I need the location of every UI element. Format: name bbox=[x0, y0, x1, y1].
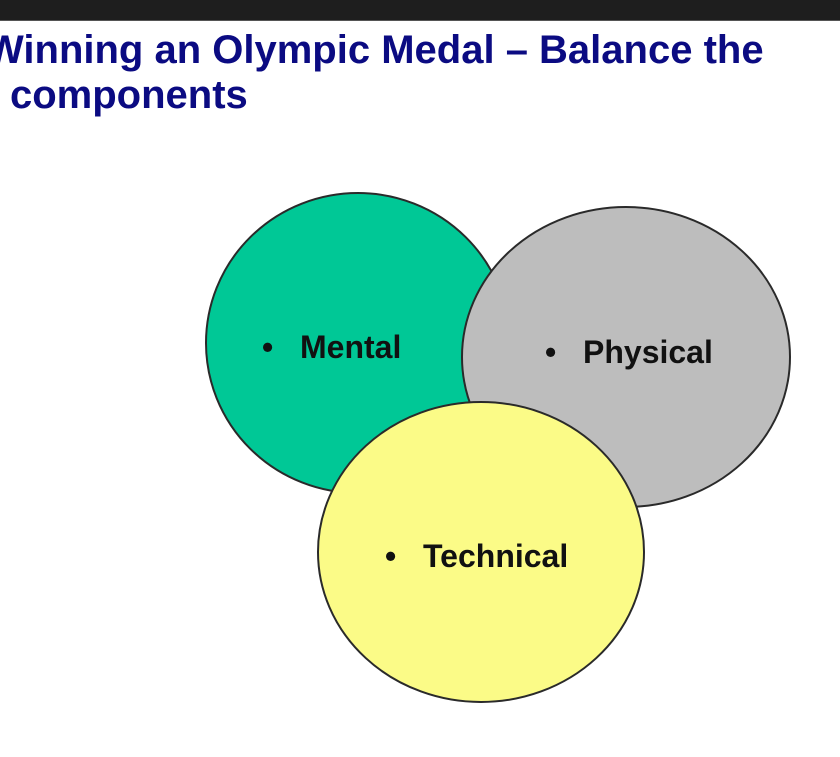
physical-label: Physical bbox=[583, 334, 713, 370]
mental-bullet: • bbox=[262, 329, 273, 365]
title-line-1: Winning an Olympic Medal – Balance the bbox=[0, 28, 764, 72]
physical-bullet: • bbox=[545, 334, 556, 370]
window-top-bar bbox=[0, 0, 840, 21]
slide-title: Winning an Olympic Medal – Balance the c… bbox=[0, 28, 764, 118]
technical-bullet: • bbox=[385, 538, 396, 574]
technical-circle bbox=[317, 401, 645, 703]
title-line-2: components bbox=[10, 73, 248, 117]
technical-label: Technical bbox=[423, 538, 568, 574]
mental-label: Mental bbox=[300, 329, 401, 365]
